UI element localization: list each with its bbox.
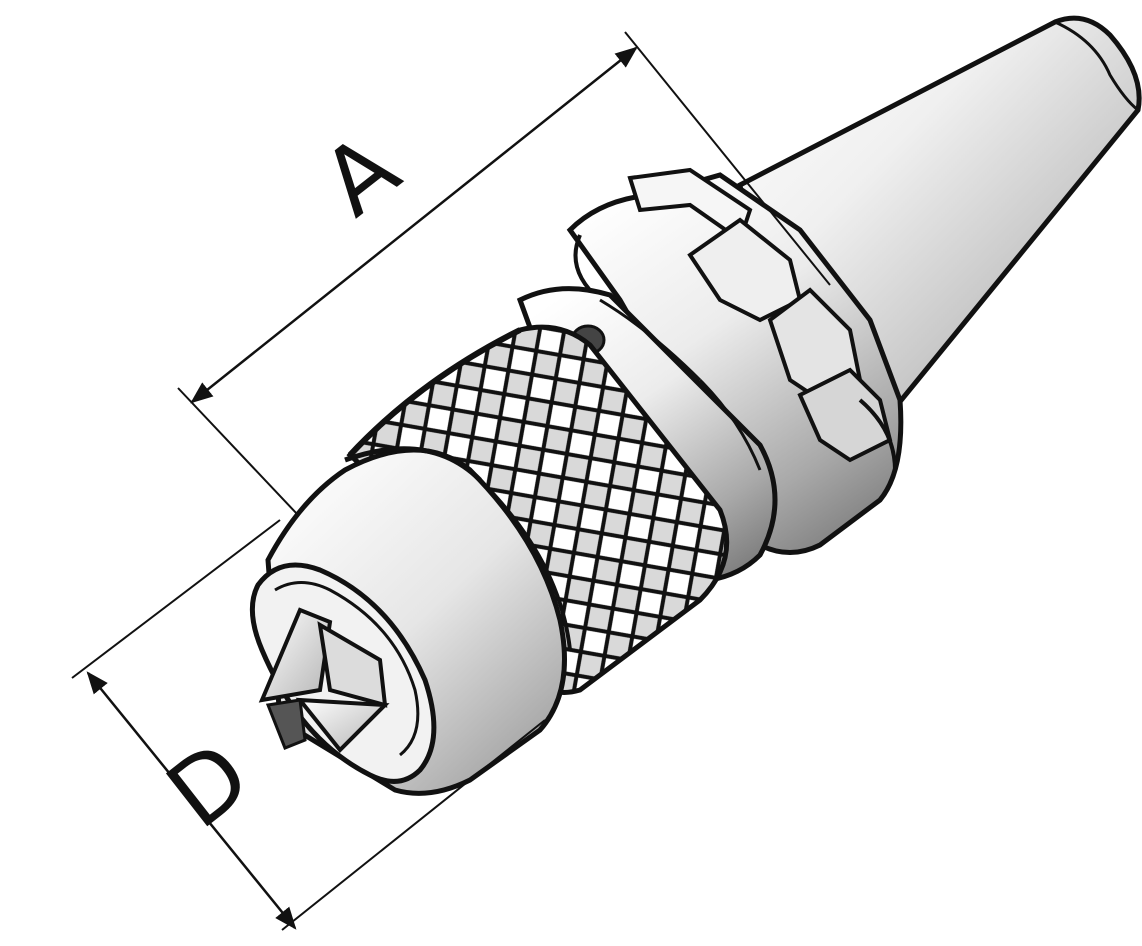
dimension-line-a xyxy=(190,46,638,404)
chuck-jaws xyxy=(258,607,390,753)
dimension-line-d xyxy=(86,671,297,930)
extension-line-d-bottom xyxy=(281,719,546,931)
extension-line-d-top xyxy=(71,519,281,679)
dimension-label-a: A xyxy=(303,114,419,237)
dimension-label-d: D xyxy=(148,721,270,849)
extension-line-a-back xyxy=(624,31,831,286)
extension-line-a-front xyxy=(177,387,299,516)
